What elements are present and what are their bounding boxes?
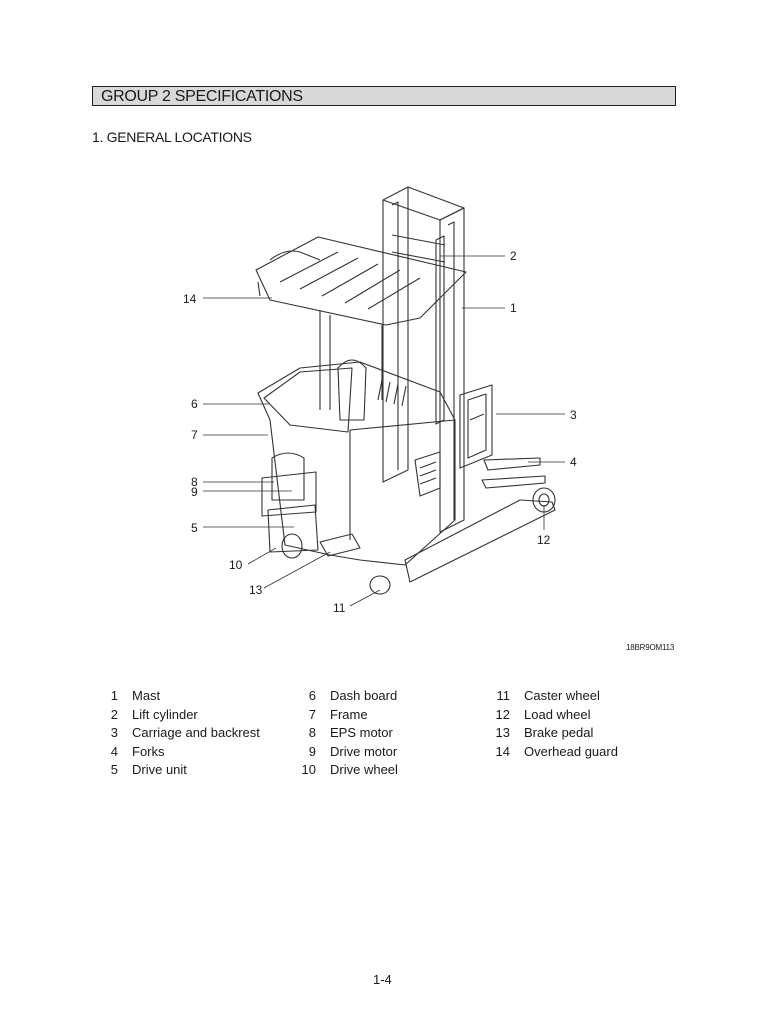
overhead-guard-rails <box>257 251 421 310</box>
page-number: 1-4 <box>373 972 392 987</box>
legend-number: 2 <box>110 706 118 722</box>
mast-crossbar <box>391 234 446 263</box>
mast-top-bar <box>382 186 465 221</box>
group-title: GROUP 2 SPECIFICATIONS <box>101 88 303 105</box>
mast-inner <box>391 201 455 520</box>
legend-item: 6 Dash board <box>294 687 398 706</box>
callout-14: 14 <box>183 292 197 306</box>
legend-number: 10 <box>301 762 316 777</box>
legend-label: Carriage and backrest <box>132 725 260 740</box>
legend-label: Drive wheel <box>330 762 398 777</box>
legend-item: 4 Forks <box>96 743 260 762</box>
legend-item: 1 Mast <box>96 687 260 706</box>
callout-8: 8 <box>191 475 198 489</box>
callout-13: 13 <box>249 583 263 597</box>
legend-item: 5 Drive unit <box>96 761 260 780</box>
legend-number: 6 <box>308 688 316 703</box>
overhead-guard-post <box>319 310 383 410</box>
legend-label: Mast <box>132 688 161 703</box>
callout-12: 12 <box>537 533 551 547</box>
callout-3: 3 <box>570 408 577 422</box>
legend-item: 7 Frame <box>294 706 398 725</box>
mast-outer-left <box>382 186 409 483</box>
group-header-bar: GROUP 2 SPECIFICATIONS <box>92 86 676 106</box>
legend-label: Dash board <box>330 688 398 703</box>
outrigger-leg <box>404 499 556 583</box>
legend-item: 2 Lift cylinder <box>96 706 260 725</box>
drive-wheel <box>281 533 303 559</box>
control-levers <box>377 379 407 407</box>
brake-pedal <box>319 533 361 557</box>
legend-item: 12 Load wheel <box>488 706 618 725</box>
legend-number: 12 <box>495 706 510 722</box>
legend-column-3: 11 Caster wheel 12 Load wheel 13 Brake peda… <box>488 687 618 761</box>
frame-front-face <box>349 419 456 540</box>
callout-1: 1 <box>510 301 517 315</box>
eps-motor <box>271 452 305 501</box>
caster-wheel <box>369 575 391 595</box>
callout-2: 2 <box>510 249 517 263</box>
legend-label: Forks <box>132 743 165 759</box>
legend-number: 5 <box>110 762 118 777</box>
drive-unit <box>267 504 319 553</box>
legend-label: Load wheel <box>524 706 591 722</box>
figure-code: 18BR9OM113 <box>626 643 675 652</box>
callout-11: 11 <box>333 601 346 615</box>
callout-7: 7 <box>191 428 198 442</box>
fork-lower <box>481 475 546 489</box>
legend-label: Drive motor <box>330 743 398 759</box>
legend-number: 13 <box>495 725 510 740</box>
callout-10: 10 <box>229 558 243 572</box>
overhead-guard-frame <box>255 236 467 326</box>
carriage-backrest <box>459 384 493 469</box>
section-title: 1. GENERAL LOCATIONS <box>92 129 252 145</box>
side-vent <box>414 451 441 497</box>
callout-4: 4 <box>570 455 577 469</box>
fork-upper <box>483 457 541 471</box>
legend-number: 1 <box>110 688 118 703</box>
callout-9: 9 <box>191 485 198 499</box>
legend-item: 11 Caster wheel <box>488 687 618 706</box>
legend-label: Frame <box>330 706 368 722</box>
legend-number: 9 <box>308 743 316 759</box>
legend-label: Caster wheel <box>524 688 600 703</box>
legend-label: Brake pedal <box>524 725 594 740</box>
legend-number: 3 <box>110 725 118 740</box>
legend-number: 8 <box>308 725 316 740</box>
legend-item: 8 EPS motor <box>294 724 398 743</box>
legend-item: 9 Drive motor <box>294 743 398 762</box>
legend-number: 11 <box>496 688 511 703</box>
legend-column-1: 1 Mast 2 Lift cylinder 3 Carriage and backr… <box>96 687 260 780</box>
legend-item: 14 Overhead guard <box>488 743 618 762</box>
callout-5: 5 <box>191 521 198 535</box>
legend-item: 10 Drive wheel <box>294 761 398 780</box>
legend-number: 14 <box>495 743 510 759</box>
callout-6: 6 <box>191 397 198 411</box>
frame-body <box>257 361 456 566</box>
display-panel <box>337 359 367 421</box>
legend-label: EPS motor <box>330 725 393 740</box>
legend-number: 7 <box>308 706 316 722</box>
legend-item: 3 Carriage and backrest <box>96 724 260 743</box>
legend-column-2: 6 Dash board 7 Frame 8 EPS motor 9 Drive mot… <box>294 687 398 780</box>
legend-label: Drive unit <box>132 762 187 777</box>
carriage-inner <box>467 393 487 459</box>
dash-board <box>263 367 353 433</box>
overhead-guard-bar <box>269 250 321 261</box>
legend-number: 4 <box>110 743 118 759</box>
legend-item: 13 Brake pedal <box>488 724 618 743</box>
legend-label: Lift cylinder <box>132 706 198 722</box>
lift-cylinder <box>435 235 445 425</box>
legend-label: Overhead guard <box>524 743 618 759</box>
